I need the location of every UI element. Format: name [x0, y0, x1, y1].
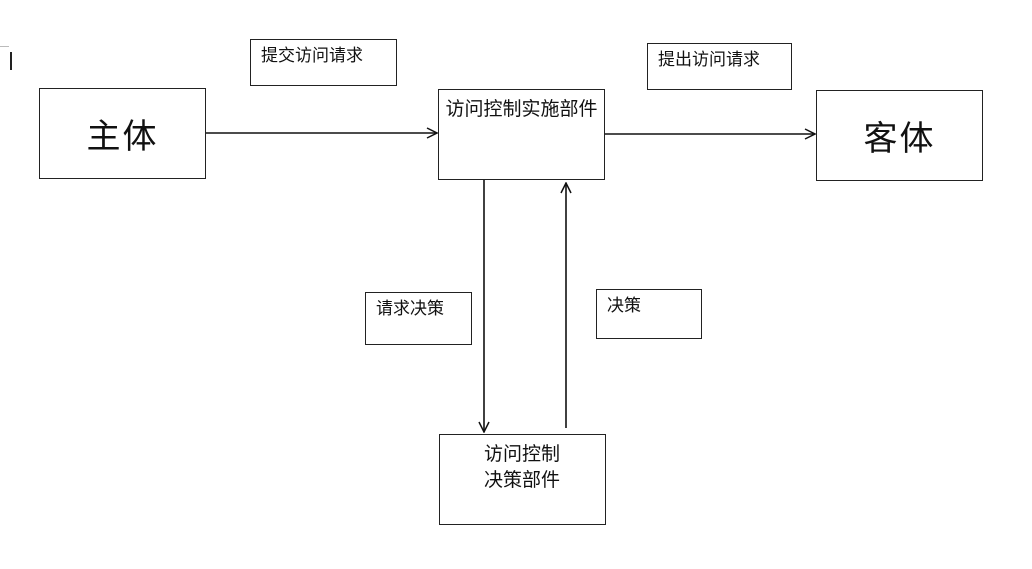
submit-request-label-box: 提交访问请求: [250, 39, 397, 86]
issue-request-label: 提出访问请求: [658, 50, 760, 70]
request-decision-label-box: 请求决策: [365, 292, 472, 345]
decision-label: 决策: [607, 296, 641, 316]
enforcement-node: 访问控制实施部件: [438, 89, 605, 180]
enforcement-label: 访问控制实施部件: [445, 98, 598, 120]
object-node: 客体: [816, 90, 983, 181]
decision-node: 访问控制 决策部件: [439, 434, 606, 525]
issue-request-label-box: 提出访问请求: [647, 43, 792, 90]
decision-label-line2: 决策部件: [484, 469, 561, 491]
page-corner-mark: [0, 46, 9, 47]
text-cursor: [10, 52, 12, 70]
submit-request-label: 提交访问请求: [261, 46, 363, 66]
subject-label: 主体: [86, 117, 159, 157]
decision-label-line1: 访问控制: [484, 443, 561, 465]
decision-label-box: 决策: [596, 289, 702, 339]
subject-node: 主体: [39, 88, 206, 179]
request-decision-label: 请求决策: [376, 299, 444, 319]
object-label: 客体: [863, 119, 936, 159]
